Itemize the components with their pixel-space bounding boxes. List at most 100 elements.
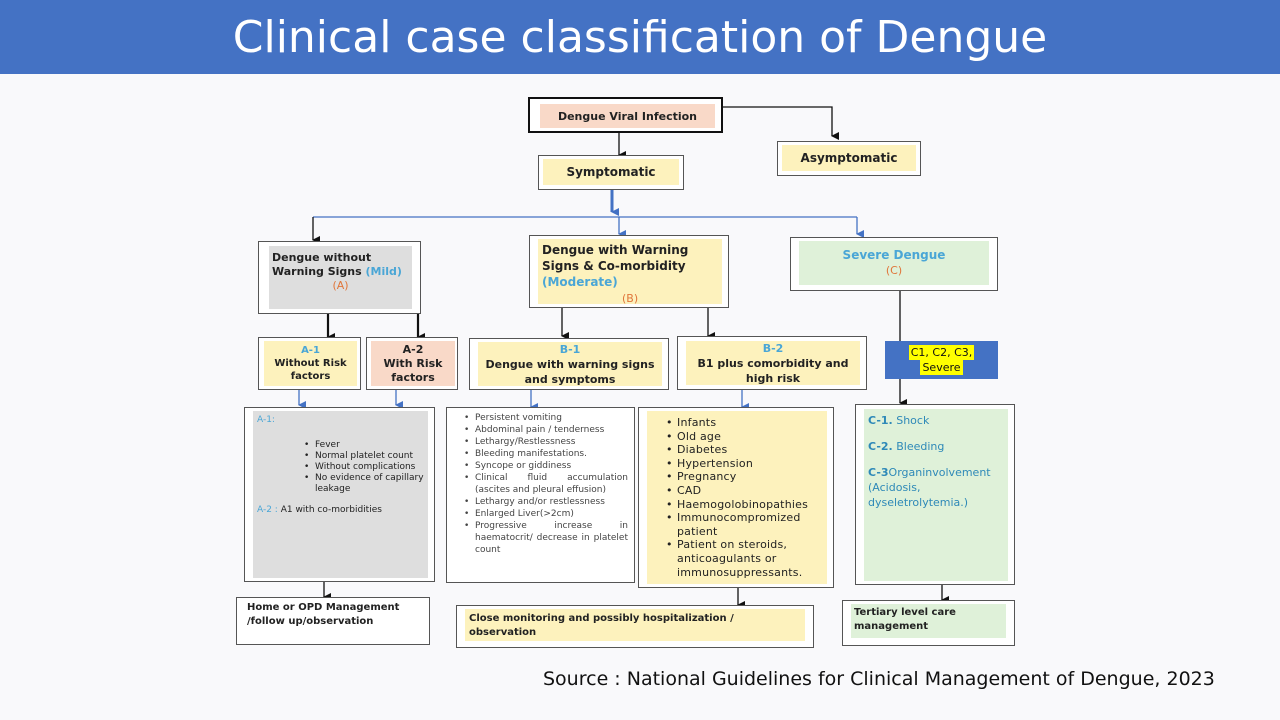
b2-code: B-2 <box>762 341 784 355</box>
b1-box: B-1 Dengue with warning signs and sympto… <box>469 338 669 390</box>
group-a-box: Dengue without Warning Signs (Mild) (A) <box>258 241 421 314</box>
a-detail-box: A-1: Fever Normal platelet count Without… <box>244 407 435 582</box>
outcome-b-fill: Close monitoring and possibly hospitaliz… <box>465 609 805 641</box>
group-a-line1: Dengue without <box>272 251 372 264</box>
title-bar: Clinical case classification of Dengue <box>0 0 1280 74</box>
group-b-moderate: (Moderate) <box>542 275 618 289</box>
a1-code: A-1 <box>301 345 320 356</box>
group-b-line2: Signs & Co-morbidity <box>542 259 686 273</box>
group-c-code: (C) <box>885 264 903 277</box>
source-citation: Source : National Guidelines for Clinica… <box>543 668 1215 690</box>
slide-title: Clinical case classification of Dengue <box>232 11 1048 63</box>
list-item: Infants <box>666 416 823 430</box>
list-item: Persistent vomiting <box>464 412 628 424</box>
b2-detail-list: Infants Old age Diabetes Hypertension Pr… <box>647 411 827 579</box>
a2-code: A-2 <box>402 342 424 356</box>
group-b-line1: Dengue with Warning <box>542 243 689 257</box>
a1-text1: Without Risk <box>274 358 347 369</box>
group-a-mild: (Mild) <box>365 265 402 278</box>
outcome-b-box: Close monitoring and possibly hospitaliz… <box>456 605 814 648</box>
group-c-label: Severe Dengue <box>842 248 946 262</box>
list-item: Progressive increase in haematocrit/ dec… <box>464 520 628 556</box>
list-item: Bleeding manifestations. <box>464 448 628 460</box>
list-item: Immunocompromized patient <box>666 511 823 538</box>
a2-fill: A-2 With Risk factors <box>371 341 455 386</box>
a1-fill: A-1 Without Risk factors <box>264 341 357 386</box>
root-fill: Dengue Viral Infection <box>540 104 715 128</box>
b1-fill: B-1 Dengue with warning signs and sympto… <box>478 342 662 386</box>
outcome-a-text: Home or OPD Management /follow up/observ… <box>247 602 400 627</box>
group-a-line2: Warning Signs <box>272 265 362 278</box>
a2-text1: With Risk <box>383 356 443 370</box>
group-b-box: Dengue with Warning Signs & Co-morbidity… <box>529 235 729 308</box>
outcome-c-fill: Tertiary level care management <box>851 604 1006 638</box>
outcome-b-text: Close monitoring and possibly hospitaliz… <box>469 613 734 638</box>
symptomatic-label: Symptomatic <box>566 165 656 179</box>
list-item: Old age <box>666 430 823 444</box>
list-item: Hypertension <box>666 457 823 471</box>
a2-detail-label: A-2 : <box>257 505 278 515</box>
outcome-c-box: Tertiary level care management <box>842 600 1015 646</box>
c-detail-fill: C-1. Shock C-2. Bleeding C-3Organinvolve… <box>864 409 1008 581</box>
group-a-code: (A) <box>332 279 349 292</box>
c3-text: Organinvolvement <box>888 466 991 479</box>
list-item: Syncope or giddiness <box>464 460 628 472</box>
a1-text2: factors <box>290 371 331 382</box>
a2-box: A-2 With Risk factors <box>366 337 458 390</box>
group-b-fill: Dengue with Warning Signs & Co-morbidity… <box>538 239 722 305</box>
list-item: Lethargy/Restlessness <box>464 436 628 448</box>
c1-code: C-1. <box>868 414 893 427</box>
asymptomatic-box: Asymptomatic <box>777 141 921 176</box>
group-c-fill: Severe Dengue (C) <box>799 241 989 285</box>
a-detail-list: Fever Normal platelet count Without comp… <box>301 440 424 495</box>
connector-root-asymptomatic <box>723 106 839 140</box>
a-detail-fill: A-1: Fever Normal platelet count Without… <box>253 411 428 578</box>
list-item: No evidence of capillary leakage <box>304 473 424 495</box>
list-item: Abdominal pain / tenderness <box>464 424 628 436</box>
symptomatic-fill: Symptomatic <box>543 159 679 185</box>
list-item: Pregnancy <box>666 470 823 484</box>
asymptomatic-label: Asymptomatic <box>800 151 898 165</box>
b1-code: B-1 <box>559 342 581 356</box>
a2-detail-text: A1 with co-morbidities <box>280 505 382 515</box>
group-c-box: Severe Dengue (C) <box>790 237 998 291</box>
c-detail-box: C-1. Shock C-2. Bleeding C-3Organinvolve… <box>855 404 1015 585</box>
list-item: Patient on steroids, anticoagulants or i… <box>666 538 823 579</box>
outcome-c-text: Tertiary level care management <box>854 607 956 632</box>
list-item: Diabetes <box>666 443 823 457</box>
c2-text: Bleeding <box>892 440 945 453</box>
c-sub-text1: C1, C2, C3, <box>908 345 975 360</box>
list-item: Haemogolobinopathies <box>666 498 823 512</box>
group-b-code: (B) <box>622 292 639 305</box>
c-sub-box: C1, C2, C3, Severe <box>885 341 998 379</box>
root-label: Dengue Viral Infection <box>557 109 698 123</box>
list-item: Lethargy and/or restlessness <box>464 496 628 508</box>
list-item: Clinical fluid accumulation (ascites and… <box>464 472 628 496</box>
list-item: Normal platelet count <box>304 451 424 462</box>
b1-text: Dengue with warning signs and symptoms <box>485 357 655 386</box>
b2-fill: B-2 B1 plus comorbidity and high risk <box>686 341 860 385</box>
b1-detail-list: Persistent vomiting Abdominal pain / ten… <box>447 408 634 556</box>
c1-text: Shock <box>892 414 930 427</box>
b2-text: B1 plus comorbidity and high risk <box>697 356 849 385</box>
list-item: Fever <box>304 440 424 451</box>
outcome-a-box: Home or OPD Management /follow up/observ… <box>236 597 430 645</box>
symptomatic-box: Symptomatic <box>538 155 684 190</box>
list-item: CAD <box>666 484 823 498</box>
b2-box: B-2 B1 plus comorbidity and high risk <box>677 336 867 390</box>
c3-code: C-3 <box>868 466 889 479</box>
b2-detail-box: Infants Old age Diabetes Hypertension Pr… <box>638 407 834 588</box>
asymptomatic-fill: Asymptomatic <box>782 145 916 171</box>
a1-detail-label: A-1: <box>257 415 275 425</box>
b1-detail-box: Persistent vomiting Abdominal pain / ten… <box>446 407 635 583</box>
group-a-fill: Dengue without Warning Signs (Mild) (A) <box>269 246 412 309</box>
b2-detail-fill: Infants Old age Diabetes Hypertension Pr… <box>647 411 827 584</box>
c3-note: (Acidosis, dyseletrolytemia.) <box>868 481 969 509</box>
a2-text2: factors <box>391 370 435 384</box>
root-box: Dengue Viral Infection <box>528 97 723 133</box>
list-item: Enlarged Liver(>2cm) <box>464 508 628 520</box>
list-item: Without complications <box>304 462 424 473</box>
c-sub-text2: Severe <box>920 360 963 375</box>
a1-box: A-1 Without Risk factors <box>258 337 361 390</box>
c2-code: C-2. <box>868 440 893 453</box>
